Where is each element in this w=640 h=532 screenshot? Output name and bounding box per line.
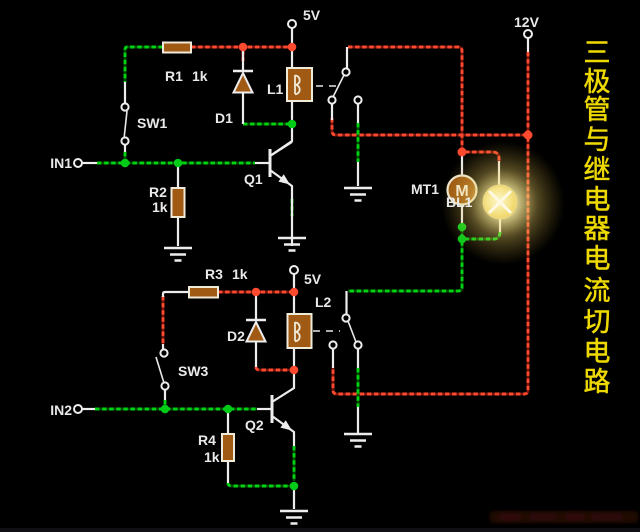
ground-l1[interactable] xyxy=(344,186,372,202)
diode-d1[interactable] xyxy=(231,69,255,94)
label-12v: 12V xyxy=(514,14,540,30)
terminal-5v-bottom[interactable] xyxy=(289,265,299,275)
label-r1: R1 xyxy=(165,68,183,84)
bottom-strip xyxy=(0,528,640,532)
terminals xyxy=(73,19,533,414)
label-r3: R3 xyxy=(205,266,223,282)
watermark xyxy=(490,511,638,523)
diode-d2[interactable] xyxy=(244,318,268,343)
label-r4-value: 1k xyxy=(204,449,220,465)
label-l2: L2 xyxy=(315,294,332,310)
label-r3-value: 1k xyxy=(232,266,248,282)
label-r4: R4 xyxy=(198,432,216,448)
label-in1: IN1 xyxy=(50,155,72,171)
label-r2: R2 xyxy=(149,184,167,200)
svg-text:继: 继 xyxy=(584,155,611,185)
resistor-r2[interactable] xyxy=(170,187,186,218)
ground-q1[interactable] xyxy=(278,236,306,252)
label-sw3: SW3 xyxy=(178,363,209,379)
switch-sw3[interactable] xyxy=(155,348,170,391)
vertical-title: 三 极 管 与 继 电 器 电 流 切 电 路 xyxy=(583,38,611,398)
relay-contact-l1[interactable] xyxy=(327,67,363,105)
label-q1: Q1 xyxy=(244,171,263,187)
junction-dots xyxy=(120,42,533,491)
label-d2: D2 xyxy=(227,328,245,344)
terminal-5v-top[interactable] xyxy=(287,19,297,29)
lamp-cross-icon xyxy=(487,189,513,215)
svg-text:电: 电 xyxy=(584,244,611,274)
label-d1: D1 xyxy=(215,110,233,126)
svg-text:路: 路 xyxy=(584,367,611,397)
ground-r2[interactable] xyxy=(164,246,192,262)
terminal-12v[interactable] xyxy=(523,29,533,39)
label-5v-bottom: 5V xyxy=(304,271,322,287)
relay-contact-l2[interactable] xyxy=(328,313,363,350)
label-r1-value: 1k xyxy=(192,68,208,84)
grounds xyxy=(164,186,372,525)
svg-text:电: 电 xyxy=(584,185,611,215)
label-q2: Q2 xyxy=(245,417,264,433)
resistor-r3[interactable] xyxy=(188,286,219,299)
transistor-q2[interactable] xyxy=(270,395,292,431)
relay-coil-l2[interactable] xyxy=(286,313,313,349)
ground-l2[interactable] xyxy=(344,432,372,448)
transistor-q1[interactable] xyxy=(268,141,293,185)
svg-text:流: 流 xyxy=(584,276,611,306)
switch-sw1[interactable] xyxy=(120,102,130,146)
svg-text:三: 三 xyxy=(584,38,611,68)
svg-text:与: 与 xyxy=(584,125,611,155)
labels: 5V 12V 5V IN1 IN2 R1 1k R2 1k R3 1k R4 1… xyxy=(50,7,539,465)
label-r2-value: 1k xyxy=(152,199,168,215)
resistor-r1[interactable] xyxy=(162,41,192,54)
svg-text:管: 管 xyxy=(584,95,611,125)
relay-coil-l1[interactable] xyxy=(286,67,313,102)
resistor-r4[interactable] xyxy=(221,433,235,462)
lamp-label: BL1 xyxy=(446,194,473,210)
lamp-bl1[interactable] xyxy=(441,141,565,265)
svg-text:切: 切 xyxy=(584,307,611,337)
terminal-in1[interactable] xyxy=(73,158,83,168)
svg-text:器: 器 xyxy=(584,214,611,244)
label-l1: L1 xyxy=(267,81,284,97)
label-sw1: SW1 xyxy=(137,115,168,131)
svg-text:极: 极 xyxy=(584,67,611,97)
svg-text:电: 电 xyxy=(584,337,611,367)
terminal-in2[interactable] xyxy=(73,404,83,414)
label-in2: IN2 xyxy=(50,402,72,418)
ground-q2[interactable] xyxy=(280,509,308,525)
label-mt1: MT1 xyxy=(411,181,439,197)
label-5v-top: 5V xyxy=(303,7,321,23)
